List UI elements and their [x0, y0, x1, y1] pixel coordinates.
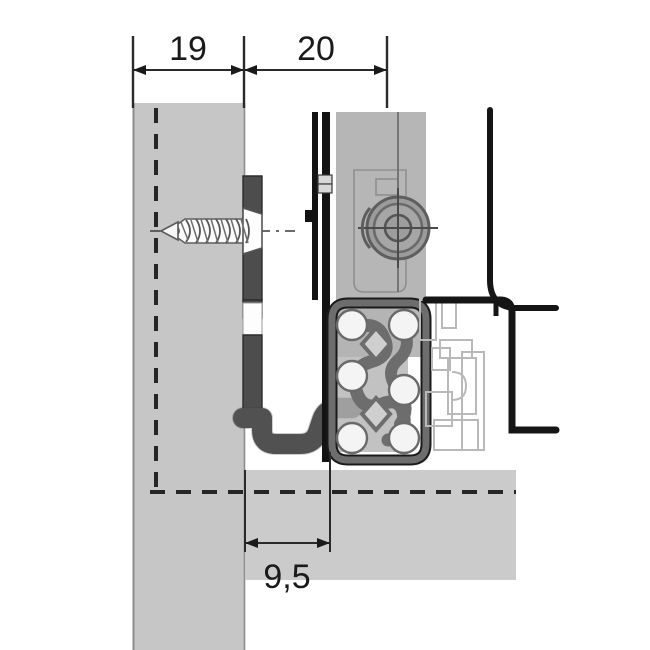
dimension-label-20: 20	[297, 30, 335, 68]
cam-adjuster	[358, 112, 438, 292]
plate-slot	[242, 302, 263, 336]
dimension-label-9-5: 9,5	[263, 558, 310, 596]
dimension-20: 20	[244, 30, 389, 108]
ball-bearing-cage	[326, 297, 432, 466]
dimension-19: 19	[131, 30, 246, 108]
hidden-centre-lines	[150, 108, 516, 497]
cabinet-side-panel	[132, 103, 246, 650]
dimension-label-19: 19	[169, 30, 207, 68]
dimension-9-5: 9,5	[244, 452, 331, 596]
wood-screw	[159, 206, 263, 256]
cabinet-bottom-panel	[245, 470, 516, 580]
drawer-side-profile	[422, 107, 560, 434]
